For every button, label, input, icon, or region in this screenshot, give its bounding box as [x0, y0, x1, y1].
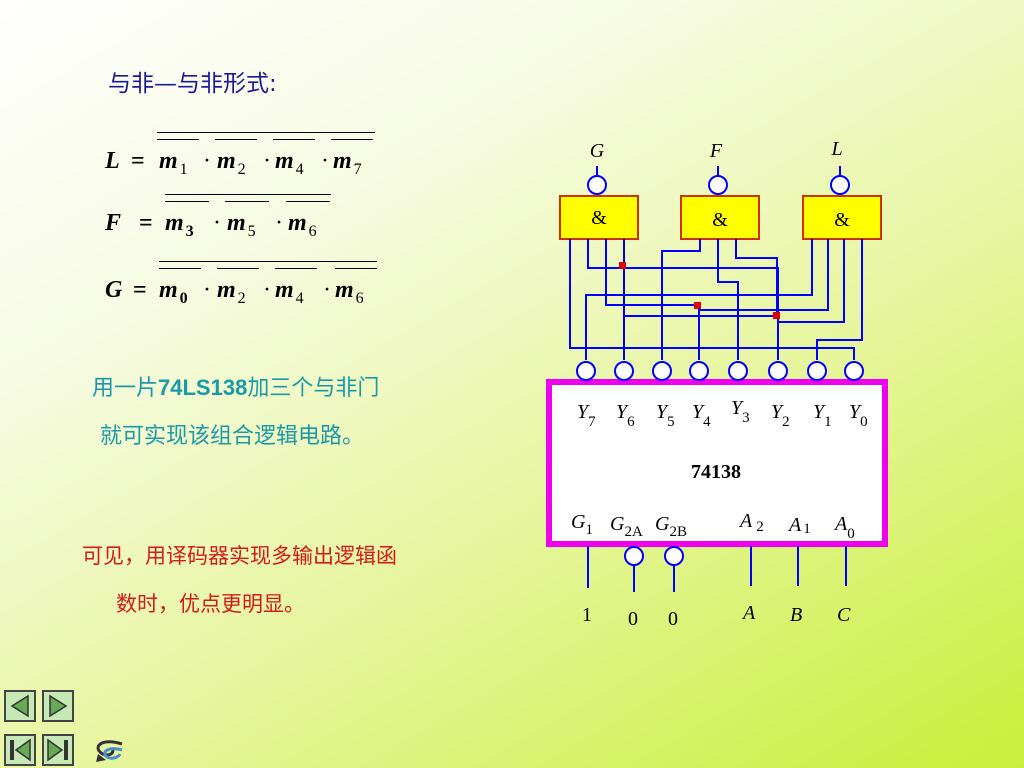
equals-sign: =	[133, 277, 147, 303]
nand-gate-g: & G	[559, 140, 639, 240]
svg-text:Y5: Y5	[656, 401, 675, 430]
decoder-circuit-diagram: & G & F & L	[546, 138, 888, 630]
svg-text:Y7: Y7	[577, 401, 596, 430]
first-icon	[10, 738, 31, 762]
chip-name: 74138	[691, 461, 741, 483]
last-icon	[47, 738, 68, 762]
and-dot: ·	[275, 210, 283, 236]
svg-text:Y0: Y0	[849, 401, 868, 430]
svg-text:A: A	[741, 602, 756, 624]
overbar	[215, 139, 257, 140]
svg-text:1: 1	[582, 604, 592, 626]
svg-text:B: B	[790, 604, 802, 626]
overbar	[165, 201, 209, 202]
output-pins	[576, 361, 864, 381]
svg-text:G2A: G2A	[610, 513, 643, 540]
prev-icon	[10, 694, 29, 718]
overbar	[273, 139, 315, 140]
equation-lhs: F	[105, 210, 122, 236]
svg-text:A0: A0	[833, 513, 855, 542]
and-dot: ·	[213, 210, 221, 236]
svg-text:C: C	[837, 604, 851, 626]
overbar	[165, 194, 331, 195]
gate-output-label: F	[709, 140, 723, 162]
conclusion-line1: 可见，用译码器实现多输出逻辑函	[82, 544, 397, 568]
decoder-chip-body	[546, 379, 888, 547]
svg-text:G2B: G2B	[655, 513, 687, 540]
and-dot: ·	[203, 148, 211, 174]
nand-gate-l: & L	[802, 138, 882, 240]
wire-junctions	[619, 262, 780, 319]
input-values: 1 0 0 A B C	[582, 602, 851, 630]
next-button[interactable]	[42, 690, 74, 722]
svg-text:Y3: Y3	[731, 397, 750, 426]
overbar	[157, 139, 199, 140]
svg-text:Y4: Y4	[692, 401, 711, 430]
svg-text:A2: A2	[738, 510, 764, 535]
svg-text:Y2: Y2	[771, 401, 790, 430]
equals-sign: =	[131, 148, 145, 174]
gate-output-label: G	[590, 140, 605, 162]
first-button[interactable]	[4, 734, 36, 766]
and-dot: ·	[203, 277, 211, 303]
svg-text:0: 0	[628, 608, 638, 630]
overbar	[335, 268, 377, 269]
prev-button[interactable]	[4, 690, 36, 722]
return-button[interactable]	[92, 736, 126, 764]
return-icon	[96, 740, 123, 762]
nand-gate-f: & F	[680, 140, 760, 240]
equation-lhs: G	[105, 277, 123, 303]
and-dot: ·	[321, 148, 329, 174]
overbar	[157, 132, 375, 133]
gate-symbol: &	[591, 207, 607, 229]
next-icon	[49, 694, 68, 718]
output-labels: Y7 Y6 Y5 Y4 Y3 Y2 Y1 Y0	[577, 397, 868, 430]
svg-text:A1: A1	[787, 514, 811, 537]
overbar	[159, 261, 377, 262]
conclusion-line2: 数时，优点更明显。	[116, 592, 305, 616]
last-button[interactable]	[42, 734, 74, 766]
overbar	[331, 139, 373, 140]
overbar	[275, 268, 317, 269]
description-line2: 就可实现该组合逻辑电路。	[100, 424, 365, 449]
svg-text:G1: G1	[571, 511, 593, 538]
svg-text:Y1: Y1	[813, 401, 832, 430]
equation-lhs: L	[105, 148, 120, 174]
gate-output-label: L	[830, 138, 842, 160]
connection-wires	[569, 239, 863, 360]
input-pins	[587, 546, 847, 592]
gate-symbol: &	[834, 209, 850, 231]
svg-text:0: 0	[668, 608, 678, 630]
overbar	[159, 268, 201, 269]
page-title: 与非—与非形式:	[108, 71, 277, 97]
and-dot: ·	[323, 277, 331, 303]
equals-sign: =	[139, 210, 153, 236]
gate-symbol: &	[712, 209, 728, 231]
overbar	[217, 268, 259, 269]
and-dot: ·	[263, 148, 271, 174]
and-dot: ·	[263, 277, 271, 303]
overbar	[286, 201, 330, 202]
description-line1: 用一片74LS138加三个与非门	[92, 375, 380, 401]
svg-text:Y6: Y6	[616, 401, 635, 430]
overbar	[225, 201, 269, 202]
